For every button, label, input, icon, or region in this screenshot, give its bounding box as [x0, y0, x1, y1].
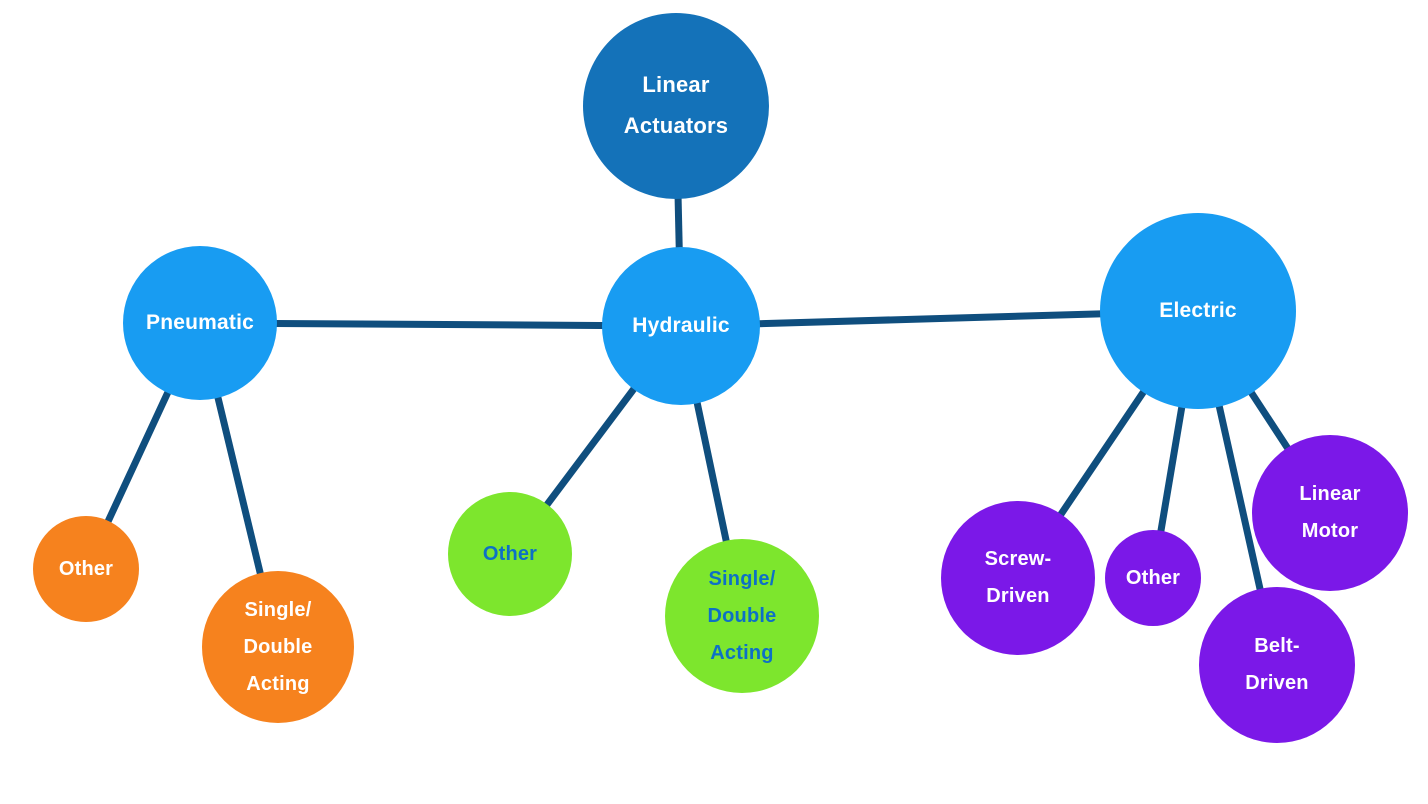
node-label: Double — [243, 635, 313, 658]
connector-pneumatic-to-hydraulic — [199, 319, 682, 330]
node-label: Acting — [246, 672, 310, 695]
node-label: Other — [1125, 566, 1181, 589]
node-hydraulic-other: Other — [448, 492, 572, 616]
node-label: Other — [482, 542, 538, 565]
node-label: Linear — [642, 72, 710, 98]
node-label: Pneumatic — [146, 310, 254, 334]
node-hydraulic: Hydraulic — [602, 247, 760, 405]
node-label: Driven — [1245, 672, 1309, 694]
node-pneumatic: Pneumatic — [123, 246, 277, 400]
node-label: Motor — [1301, 520, 1359, 542]
node-label: Belt- — [1254, 635, 1300, 657]
node-label: Actuators — [623, 113, 729, 138]
node-label: Hydraulic — [632, 313, 730, 337]
node-pneumatic-other: Other — [33, 516, 139, 622]
node-electric-belt-driven: Belt- Driven — [1199, 587, 1355, 743]
node-label: Single/ — [708, 567, 776, 590]
node-label: Driven — [986, 585, 1050, 607]
node-label: Double — [707, 604, 777, 627]
node-electric: Electric — [1100, 213, 1296, 409]
node-electric-screw-driven: Screw- Driven — [941, 501, 1095, 655]
node-label: Single/ — [244, 598, 312, 621]
node-electric-other: Other — [1105, 530, 1201, 626]
node-label: Linear — [1299, 483, 1361, 505]
node-label: Acting — [710, 641, 774, 664]
node-label: Screw- — [984, 548, 1052, 570]
node-label: Other — [58, 557, 114, 580]
node-label: Electric — [1159, 298, 1237, 322]
